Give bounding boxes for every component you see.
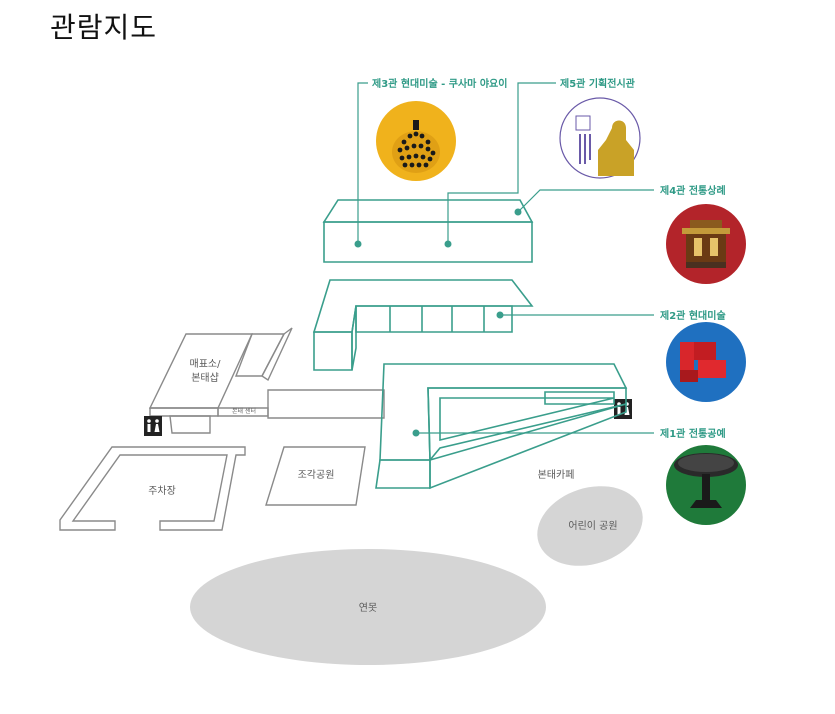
hall1-marker[interactable] bbox=[412, 429, 420, 437]
hall3-label: 제3관 현대미술 - 쿠사마 야요이 bbox=[372, 77, 507, 90]
sculpture-park[interactable] bbox=[265, 446, 366, 506]
restroom-icon bbox=[144, 416, 162, 436]
pond-label: 연못 bbox=[359, 602, 377, 614]
sculpture-park-label: 조각공원 bbox=[298, 469, 335, 481]
page-title: 관람지도 bbox=[50, 11, 158, 44]
pond-area[interactable] bbox=[190, 549, 546, 665]
hall2-building[interactable] bbox=[312, 279, 534, 371]
hall2-marker[interactable] bbox=[496, 311, 504, 319]
hall5-marker[interactable] bbox=[444, 240, 452, 248]
table-thumbnail[interactable] bbox=[666, 445, 746, 525]
ticket-shop-label-1: 매표소/ bbox=[190, 358, 222, 370]
parking-label: 주차장 bbox=[148, 485, 176, 497]
cafe-label: 본태카페 bbox=[538, 469, 575, 481]
poster-thumbnail[interactable] bbox=[559, 97, 641, 179]
kids-park-area[interactable] bbox=[527, 473, 653, 579]
corridor bbox=[267, 389, 385, 419]
shrine-thumbnail[interactable] bbox=[666, 204, 746, 284]
hall1-label: 제1관 전통공예 bbox=[660, 427, 726, 440]
hall3-marker[interactable] bbox=[354, 240, 362, 248]
bonte-center-label: 본태 센터 bbox=[232, 407, 256, 415]
kids-park-label: 어린이 공원 bbox=[568, 520, 617, 532]
hall4-label: 제4관 전통상례 bbox=[660, 184, 726, 197]
ticket-shop-building[interactable] bbox=[148, 327, 293, 434]
love-sculpture-thumbnail[interactable] bbox=[666, 322, 746, 402]
hall4-marker[interactable] bbox=[514, 208, 522, 216]
hall2-label: 제2관 현대미술 bbox=[660, 309, 726, 322]
hall5-label: 제5관 기획전시관 bbox=[560, 77, 636, 90]
ticket-shop-label-2: 본태샵 bbox=[191, 372, 219, 384]
hall1-building[interactable] bbox=[375, 363, 628, 490]
hall3-building[interactable] bbox=[322, 199, 534, 263]
parking-lot[interactable] bbox=[59, 446, 246, 531]
restroom-icon bbox=[614, 399, 632, 419]
pumpkin-thumbnail[interactable] bbox=[376, 101, 456, 181]
